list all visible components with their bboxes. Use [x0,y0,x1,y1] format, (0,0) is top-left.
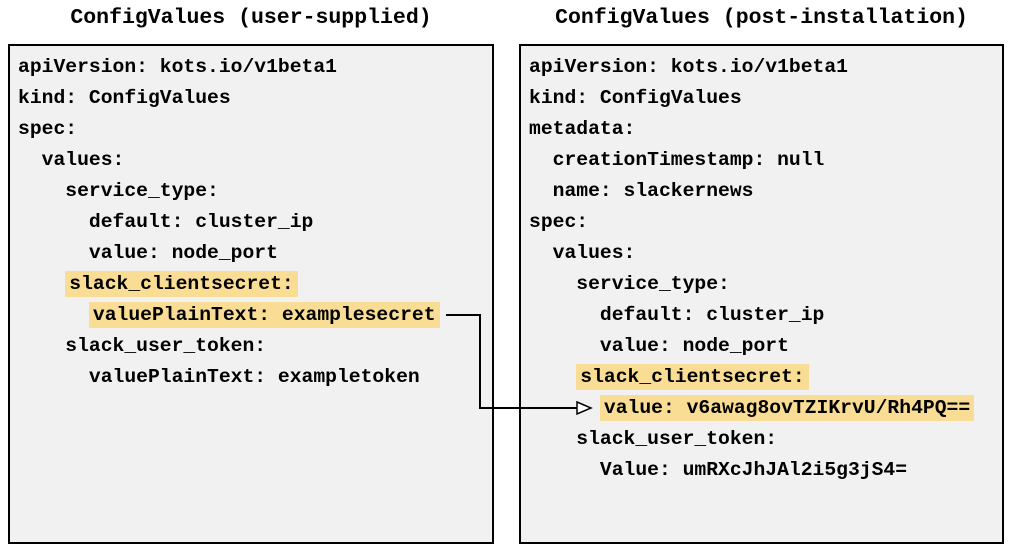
code-text: value: node_port [599,335,789,357]
indent [18,211,89,233]
left-line-8: valuePlainText: examplesecret [18,300,492,331]
right-line-11: value: v6awag8ovTZIKrvU/Rh4PQ== [529,393,1002,424]
indent [529,149,553,171]
indent [18,273,65,295]
indent [529,459,600,481]
code-text: name: slackernews [552,180,754,202]
left-line-1: kind: ConfigValues [18,83,492,114]
code-text: slack_user_token: [576,428,778,450]
indent [529,366,576,388]
indent [529,304,600,326]
right-panel-title: ConfigValues (post-installation) [555,6,968,30]
code-text: values: [552,242,636,264]
right-line-8: default: cluster_ip [529,300,1002,331]
left-panel-title: ConfigValues (user-supplied) [70,6,432,30]
right-line-0: apiVersion: kots.io/v1beta1 [529,52,1002,83]
code-text: apiVersion: kots.io/v1beta1 [529,56,848,78]
code-text: default: cluster_ip [88,211,314,233]
code-text: kind: ConfigValues [529,87,742,109]
code-text: creationTimestamp: null [552,149,825,171]
code-text: slack_clientsecret: [576,364,809,390]
code-text: spec: [18,118,78,140]
indent [529,335,600,357]
left-panel-code: apiVersion: kots.io/v1beta1 kind: ConfigV… [10,46,492,393]
code-text: Value: umRXcJhJAl2i5g3jS4= [599,459,908,481]
code-text: service_type: [65,180,219,202]
left-line-10: valuePlainText: exampletoken [18,362,492,393]
right-line-4: name: slackernews [529,176,1002,207]
right-line-13: Value: umRXcJhJAl2i5g3jS4= [529,455,1002,486]
code-text: service_type: [576,273,730,295]
indent [529,242,553,264]
right-line-7: service_type: [529,269,1002,300]
code-text: slack_user_token: [65,335,267,357]
indent [18,366,89,388]
right-line-9: value: node_port [529,331,1002,362]
code-text: spec: [529,211,589,233]
indent [529,397,600,419]
code-text: valuePlainText: examplesecret [88,302,440,328]
code-text: valuePlainText: exampletoken [88,366,420,388]
code-text: metadata: [529,118,636,140]
indent [18,242,89,264]
right-line-10: slack_clientsecret: [529,362,1002,393]
left-config-panel: apiVersion: kots.io/v1beta1 kind: ConfigV… [8,44,494,544]
right-config-panel: apiVersion: kots.io/v1beta1 kind: ConfigV… [519,44,1004,544]
left-line-9: slack_user_token: [18,331,492,362]
left-line-0: apiVersion: kots.io/v1beta1 [18,52,492,83]
indent [18,149,42,171]
indent [18,180,65,202]
code-text: apiVersion: kots.io/v1beta1 [18,56,337,78]
indent [18,335,65,357]
right-line-1: kind: ConfigValues [529,83,1002,114]
code-text: value: v6awag8ovTZIKrvU/Rh4PQ== [599,395,975,421]
left-line-3: values: [18,145,492,176]
left-line-7: slack_clientsecret: [18,269,492,300]
indent [529,428,576,450]
right-line-12: slack_user_token: [529,424,1002,455]
left-line-5: default: cluster_ip [18,207,492,238]
right-line-6: values: [529,238,1002,269]
right-panel-code: apiVersion: kots.io/v1beta1 kind: ConfigV… [521,46,1002,486]
right-line-2: metadata: [529,114,1002,145]
code-text: values: [41,149,125,171]
code-text: default: cluster_ip [599,304,825,326]
left-line-6: value: node_port [18,238,492,269]
code-text: value: node_port [88,242,278,264]
left-line-4: service_type: [18,176,492,207]
indent [529,180,553,202]
indent [18,304,89,326]
indent [529,273,576,295]
right-line-3: creationTimestamp: null [529,145,1002,176]
right-line-5: spec: [529,207,1002,238]
left-line-2: spec: [18,114,492,145]
code-text: slack_clientsecret: [65,271,298,297]
code-text: kind: ConfigValues [18,87,231,109]
